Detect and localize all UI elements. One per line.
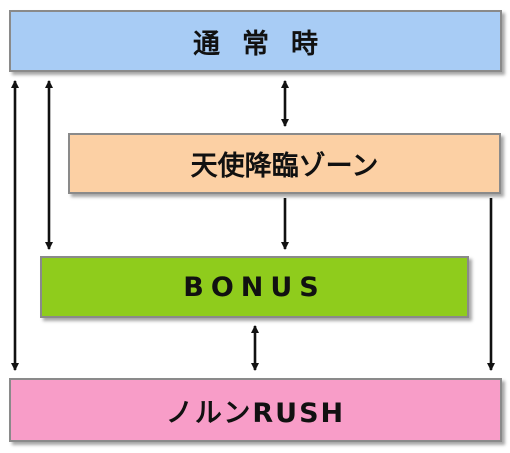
state-label-normal: 通常時 [193,28,340,60]
state-box-normal: 通常時 [9,10,502,72]
state-box-norn-rush: ノルンRUSH [9,378,502,442]
state-label-bonus: BONUS [183,271,326,303]
state-box-angel-zone: 天使降臨ゾーン [68,133,501,194]
state-label-angel-zone: 天使降臨ゾーン [190,151,379,182]
state-label-norn-rush: ノルンRUSH [165,397,346,429]
state-box-bonus: BONUS [40,256,469,318]
